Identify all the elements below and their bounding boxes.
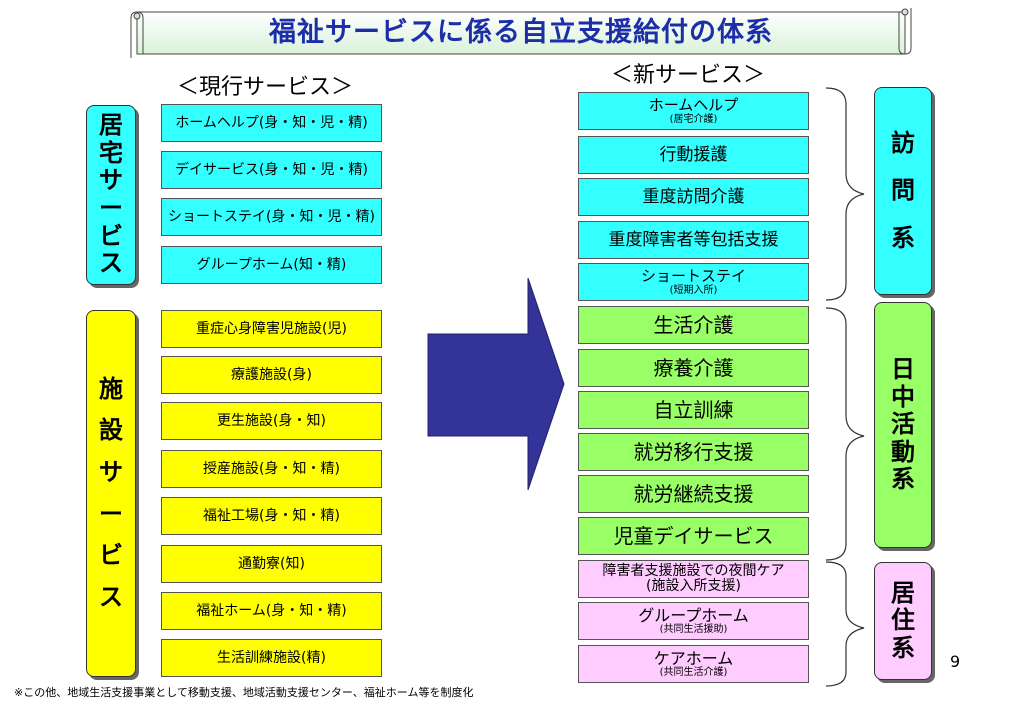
day-category-char: 活 [891,410,915,439]
residential-category-char: 居 [891,578,915,607]
new-residential-item: 障害者支援施設での夜間ケア (施設入所支援) [578,560,809,598]
new-services-heading: ＜新サービス＞ [610,63,765,88]
current-home-item: グループホーム(知・精) [161,246,382,284]
visit-category-char: 訪 [891,128,915,157]
home-services-char: ー [99,194,123,222]
page-number: 9 [950,652,961,671]
page-title: 福祉サービスに係る自立支援給付の体系 [269,17,773,48]
new-residential-item: ケアホーム (共同生活介護) [578,645,809,683]
day-category-char: 系 [891,465,915,494]
new-visit-item: 重度訪問介護 [578,178,809,216]
new-day-item-label: 就労移行支援 [633,440,754,464]
visit-category-char: 問 [891,176,915,205]
current-facility-item: 更生施設(身・知) [161,402,382,440]
grouping-braces [825,87,865,687]
new-visit-item-label: 行動援護 [659,144,728,165]
residential-brace-icon [825,561,865,687]
day-activity-category: 日 中 活 動 系 [874,302,932,548]
current-services-heading: ＜現行サービス＞ [176,75,353,100]
current-facility-item: 福祉ホーム(身・知・精) [161,592,382,630]
new-visit-item-label: ホームヘルプ [648,96,739,115]
home-services-category: 居 宅 サ ー ビ ス [86,105,136,285]
new-visit-item-label: ショートステイ [640,267,746,286]
day-brace-icon [825,307,865,561]
new-residential-item-sub: (共同生活援助) [659,624,728,636]
home-services-char: 居 [99,111,123,140]
residential-category-char: 系 [891,633,915,662]
new-day-item: 自立訓練 [578,391,809,429]
new-residential-item-label: ケアホーム [653,648,734,668]
current-facility-item: 通勤寮(知) [161,545,382,583]
new-visit-item-label: 重度障害者等包括支援 [608,229,779,250]
residential-category-char: 住 [891,606,915,635]
new-visit-item: ショートステイ (短期入所) [578,263,809,301]
home-services-char: 宅 [99,138,123,167]
new-visit-item-sub: (短期入所) [669,284,718,296]
current-home-item: ショートステイ(身・知・児・精) [161,198,382,236]
facility-services-char: ー [99,499,123,528]
current-home-item: デイサービス(身・知・児・精) [161,151,382,189]
current-facility-item: 療護施設(身) [161,356,382,394]
new-residential-item: グループホーム (共同生活援助) [578,602,809,640]
new-day-item: 児童デイサービス [578,517,809,555]
current-facility-item: 生活訓練施設(精) [161,639,382,677]
new-day-item-label: 児童デイサービス [613,524,774,548]
day-category-char: 日 [891,355,915,384]
title-scroll-banner [130,8,912,58]
current-home-item: ホームヘルプ(身・知・児・精) [161,104,382,142]
transition-arrow-icon [427,277,565,491]
current-facility-item: 福祉工場(身・知・精) [161,497,382,535]
new-residential-item-sub: (施設入所支援) [646,578,741,594]
footnote: ※この他、地域生活支援事業として移動支援、地域活動支援センター、福祉ホーム等を制… [14,686,474,699]
visit-category-char: 系 [891,223,915,252]
facility-services-char: ビ [99,541,123,570]
facility-services-category: 施 設 サ ー ビ ス [86,310,136,677]
new-day-item-label: 生活介護 [653,313,734,337]
day-category-char: 中 [891,382,915,411]
new-residential-item-label: グループホーム [638,605,749,625]
home-services-char: ス [99,249,123,278]
facility-services-char: サ [99,457,123,486]
residential-category: 居 住 系 [874,562,932,680]
new-day-item: 就労継続支援 [578,475,809,513]
new-visit-item-label: 重度訪問介護 [642,186,745,207]
home-services-char: サ [99,166,123,195]
visit-category: 訪 問 系 [874,87,932,295]
new-visit-item-sub: (居宅介護) [669,113,718,125]
current-facility-item: 授産施設(身・知・精) [161,450,382,488]
new-visit-item: 行動援護 [578,136,809,174]
new-visit-item: 重度障害者等包括支援 [578,221,809,259]
facility-services-char: 設 [99,416,123,445]
new-residential-item-sub: (共同生活介護) [659,667,728,679]
facility-services-char: ス [99,582,123,611]
visit-brace-icon [825,87,865,301]
new-residential-item-label: 障害者支援施設での夜間ケア [602,562,785,579]
new-day-item-label: 自立訓練 [653,398,734,422]
current-facility-item: 重症心身障害児施設(児) [161,310,382,348]
home-services-char: ビ [99,221,123,250]
new-day-item-label: 療養介護 [653,356,734,380]
day-category-char: 動 [891,437,915,466]
new-day-item: 就労移行支援 [578,433,809,471]
facility-services-char: 施 [99,374,123,403]
new-day-item: 生活介護 [578,306,809,344]
new-visit-item: ホームヘルプ (居宅介護) [578,92,809,130]
new-day-item: 療養介護 [578,349,809,387]
new-day-item-label: 就労継続支援 [633,482,754,506]
